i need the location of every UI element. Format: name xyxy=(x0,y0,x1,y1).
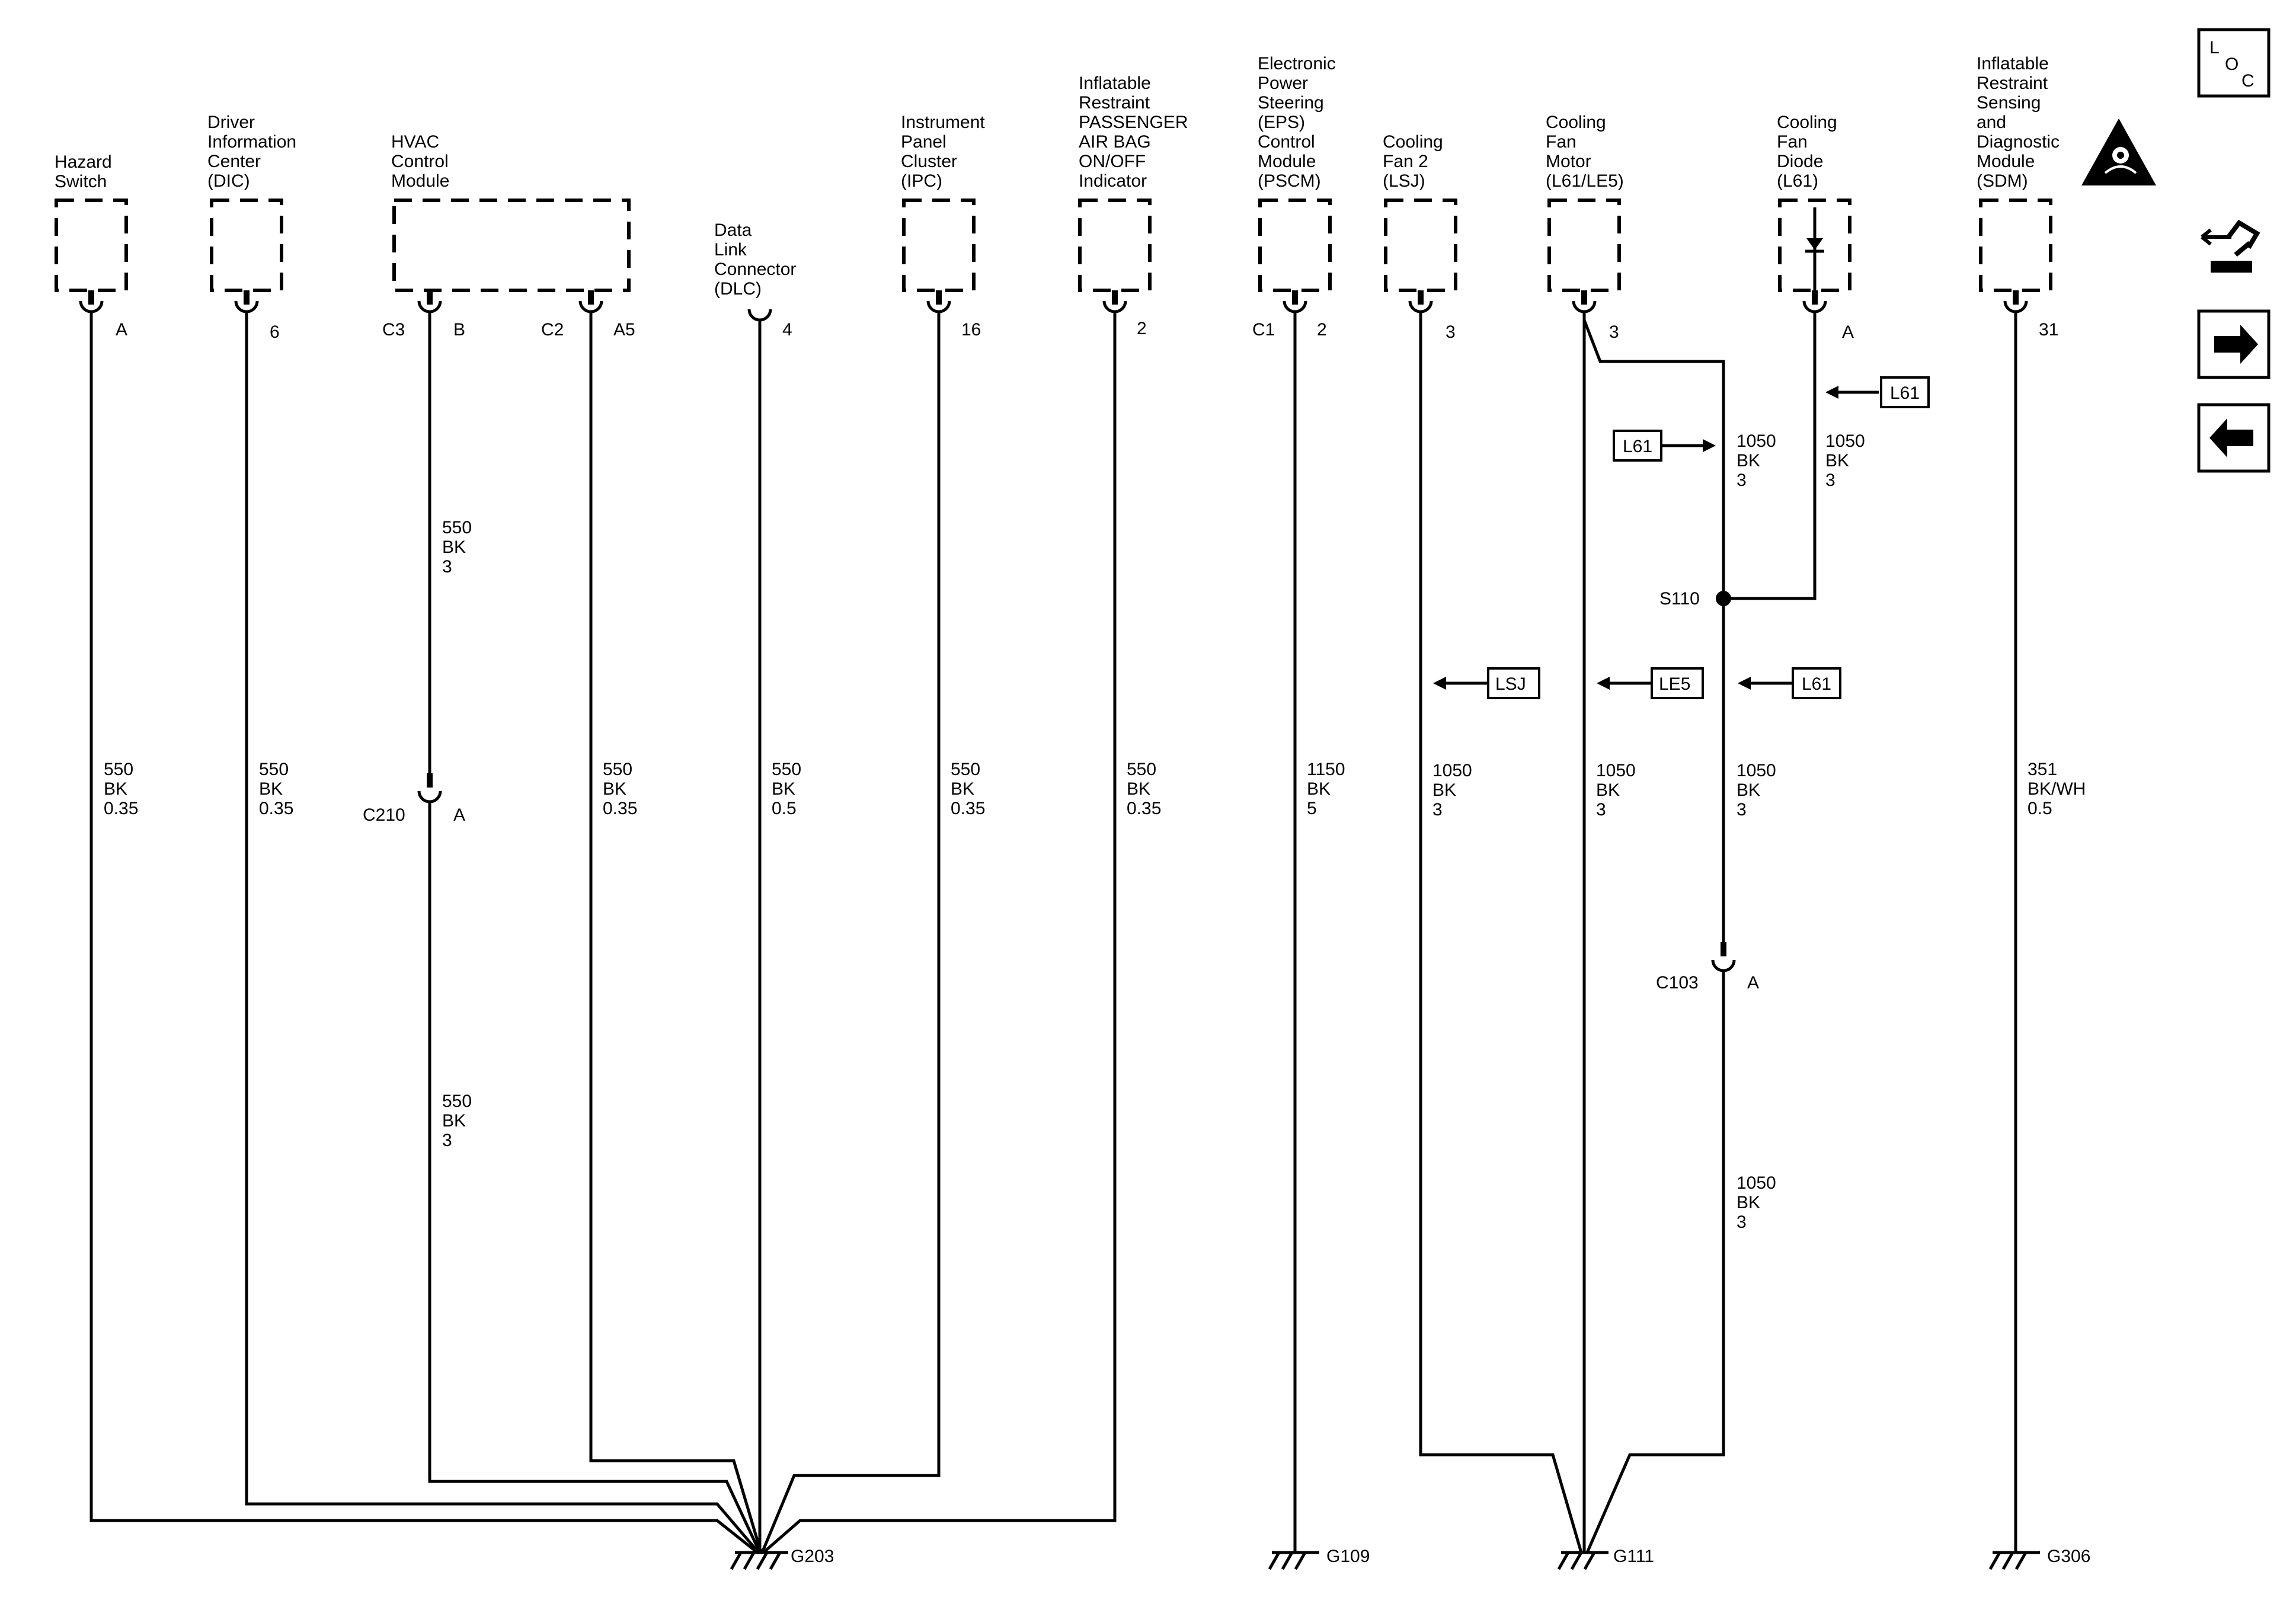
hazard-pin: A xyxy=(116,320,127,340)
ground-g109-icon xyxy=(1268,1551,1319,1570)
hazard-switch-box xyxy=(55,199,128,292)
eps-module-box xyxy=(1258,199,1332,292)
svg-text:L61: L61 xyxy=(1802,674,1831,694)
ground-g203-icon xyxy=(730,1551,788,1570)
option-tag-l61-left: L61 xyxy=(1613,430,1716,462)
passenger-airbag-indicator-title: Inflatable Restraint PASSENGER AIR BAG O… xyxy=(1079,73,1193,191)
eps-pin: 2 xyxy=(1317,320,1327,340)
ground-g111-label: G111 xyxy=(1613,1547,1654,1566)
cooling-fan-motor-title: Cooling Fan Motor (L61/LE5) xyxy=(1546,113,1624,191)
c210-pin-label: A xyxy=(453,805,465,825)
terminal-hooks xyxy=(79,290,2028,972)
hvac-connector-c3: C3 xyxy=(382,320,405,340)
airbag-warning-icon xyxy=(2081,119,2156,185)
dic-box xyxy=(210,199,283,292)
arrow-left-button[interactable] xyxy=(2197,403,2271,473)
cooling-fan-2-title: Cooling Fan 2 (LSJ) xyxy=(1383,132,1448,191)
arrow-left-icon xyxy=(2209,418,2253,457)
dlc-pin: 4 xyxy=(782,320,792,340)
option-tag-l61-diode: L61 xyxy=(1825,376,1930,408)
cooling-fan-diode-title: Cooling Fan Diode (L61) xyxy=(1777,113,1842,191)
diode-wire-label: 1050 BK 3 xyxy=(1825,431,1870,490)
sdm-pin: 31 xyxy=(2039,320,2058,340)
dlc-title: Data Link Connector (DLC) xyxy=(714,220,801,299)
passenger-airbag-pin: 2 xyxy=(1137,319,1147,338)
sdm-wire-label: 351 BK/WH 0.5 xyxy=(2028,760,2091,818)
sdm-title: Inflatable Restraint Sensing and Diagnos… xyxy=(1977,54,2064,191)
cooling-fan-diode-box xyxy=(1778,199,1851,292)
ground-g306-icon xyxy=(1988,1551,2040,1570)
arrow-right-button[interactable] xyxy=(2197,309,2271,379)
hvac-b-lower-wire-label: 550 BK 3 xyxy=(442,1092,477,1150)
dic-title: Driver Information Center (DIC) xyxy=(207,113,301,191)
cooling-fan-diode-pin: A xyxy=(1842,322,1854,342)
svg-text:C: C xyxy=(2241,71,2255,91)
diode-icon xyxy=(1805,207,1824,290)
svg-text:LSJ: LSJ xyxy=(1495,674,1526,694)
hvac-connector-c2: C2 xyxy=(541,320,564,340)
passenger-airbag-indicator-box xyxy=(1078,199,1152,292)
hvac-module-box xyxy=(392,199,631,292)
eps-module-title: Electronic Power Steering (EPS) Control … xyxy=(1258,54,1341,191)
ipc-box xyxy=(902,199,976,292)
option-tag-l61-splice: L61 xyxy=(1738,667,1841,699)
option-tag-lsj: LSJ xyxy=(1433,667,1540,699)
passenger-airbag-wire-label: 550 BK 0.35 xyxy=(1127,760,1161,818)
splice-lower-wire-label: 1050 BK 3 xyxy=(1737,1173,1781,1232)
svg-text:L61: L61 xyxy=(1623,437,1652,456)
wire-paths xyxy=(89,312,2017,1554)
ground-g109-label: G109 xyxy=(1326,1547,1370,1566)
cooling-fan-motor-pin: 3 xyxy=(1609,322,1619,342)
cooling-fan-motor-wire-label: 1050 BK 3 xyxy=(1596,761,1641,820)
c103-pin-label: A xyxy=(1747,973,1759,993)
cooling-fan-motor-box xyxy=(1547,199,1621,292)
ipc-pin: 16 xyxy=(961,320,981,340)
dic-wire-label: 550 BK 0.35 xyxy=(259,760,293,818)
eps-connector-c1: C1 xyxy=(1252,320,1275,340)
location-view-button[interactable]: L O C xyxy=(2197,28,2271,98)
cooling-fan-2-box xyxy=(1384,199,1457,292)
hvac-module-title: HVAC Control Module xyxy=(391,132,453,191)
splice-upper-wire-label: 1050 BK 3 xyxy=(1737,431,1781,490)
hazard-wire-label: 550 BK 0.35 xyxy=(104,760,138,818)
svg-text:L: L xyxy=(2209,38,2220,57)
hazard-switch-title: Hazard Switch xyxy=(55,152,117,191)
cooling-fan-2-pin: 3 xyxy=(1446,322,1456,342)
dlc-wire-label: 550 BK 0.5 xyxy=(772,760,806,818)
ground-g111-icon xyxy=(1557,1551,1609,1570)
svg-text:L61: L61 xyxy=(1890,383,1920,403)
splice-mid-wire-label: 1050 BK 3 xyxy=(1737,761,1781,820)
ground-g203-label: G203 xyxy=(791,1547,834,1566)
eps-wire-label: 1150 BK 5 xyxy=(1307,760,1350,818)
dic-pin: 6 xyxy=(270,322,280,342)
c210-connector-label: C210 xyxy=(363,805,405,825)
hvac-pin-a5: A5 xyxy=(613,320,635,340)
wiring-connector-icon[interactable] xyxy=(2201,219,2260,273)
hvac-pin-b: B xyxy=(453,320,465,340)
splice-dot xyxy=(1716,591,1731,606)
cooling-fan-2-wire-label: 1050 BK 3 xyxy=(1432,761,1477,820)
option-tag-le5: LE5 xyxy=(1597,667,1704,699)
hvac-b-upper-wire-label: 550 BK 3 xyxy=(442,518,477,577)
hvac-a5-wire-label: 550 BK 0.35 xyxy=(603,760,637,818)
arrow-right-icon xyxy=(2214,325,2258,364)
c103-connector-label: C103 xyxy=(1656,973,1699,993)
sdm-box xyxy=(1979,199,2052,292)
splice-label: S110 xyxy=(1659,589,1700,609)
ipc-wire-label: 550 BK 0.35 xyxy=(951,760,985,818)
svg-text:LE5: LE5 xyxy=(1659,674,1690,694)
ipc-title: Instrument Panel Cluster (IPC) xyxy=(901,113,990,191)
svg-text:O: O xyxy=(2225,55,2239,74)
ground-g306-label: G306 xyxy=(2047,1547,2090,1566)
